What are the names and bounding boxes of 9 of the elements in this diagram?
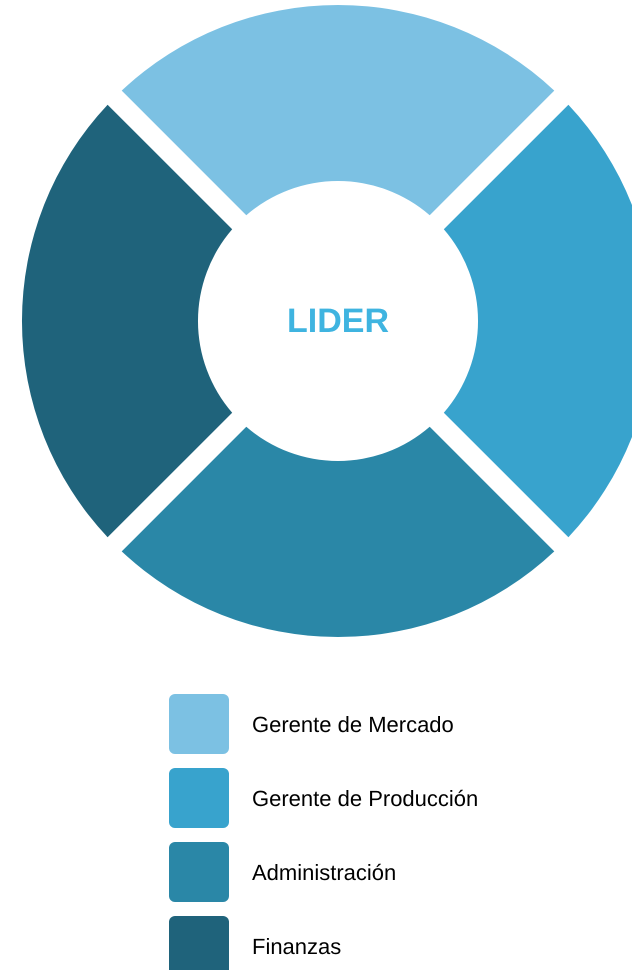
legend-label: Administración [252, 858, 396, 886]
legend-label: Gerente de Mercado [252, 710, 454, 738]
ring-segment [444, 104, 632, 538]
legend-label: Finanzas [252, 932, 342, 960]
legend-label: Gerente de Producción [252, 784, 478, 812]
center-label: LIDER [287, 300, 389, 342]
ring-segment [22, 104, 232, 538]
ring-segment [122, 426, 554, 638]
ring-segment [122, 4, 554, 216]
